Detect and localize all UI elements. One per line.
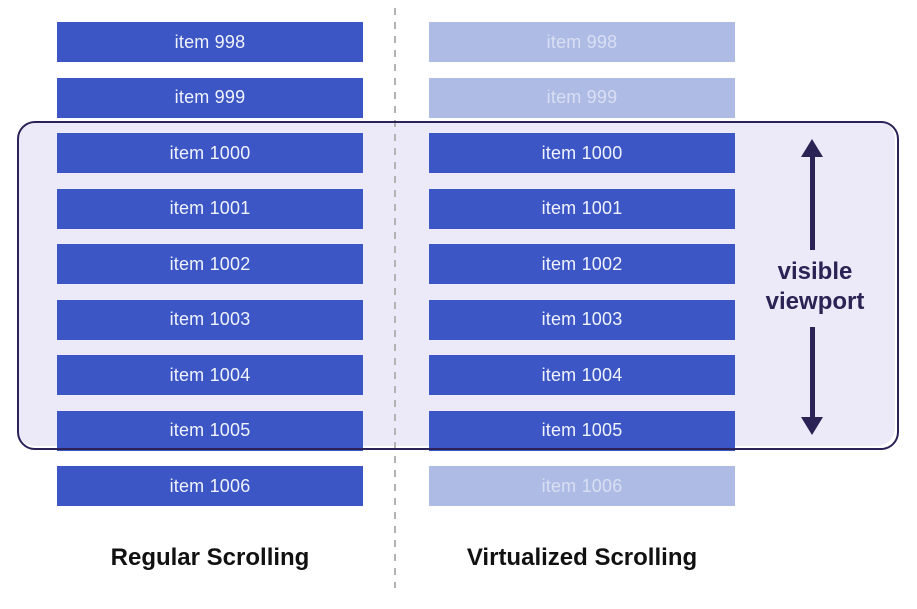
- list-item: item 998: [429, 22, 735, 62]
- viewport-extent-arrow-up-icon: [801, 139, 823, 250]
- list-item: item 999: [429, 77, 735, 118]
- viewport-label: visible viewport: [725, 257, 905, 317]
- list-item: item 998: [57, 22, 363, 62]
- list-item: item 1005: [57, 410, 363, 451]
- regular-scrolling-column: item 998 item 999 item 1000 item 1001 it…: [57, 22, 363, 506]
- virtualized-scrolling-label: Virtualized Scrolling: [466, 544, 698, 571]
- list-item: item 1000: [57, 133, 363, 173]
- list-item: item 1001: [429, 188, 735, 229]
- list-item: item 1003: [429, 299, 735, 340]
- viewport-label-line2: viewport: [765, 288, 865, 315]
- viewport-extent-arrow-down-icon: [801, 327, 823, 435]
- list-item: item 1006: [429, 466, 735, 506]
- list-item: item 1006: [57, 466, 363, 506]
- list-item: item 1001: [57, 188, 363, 229]
- arrow-shaft: [809, 327, 815, 417]
- list-item: item 1004: [57, 355, 363, 395]
- arrow-shaft: [809, 157, 815, 250]
- list-item: item 1002: [57, 244, 363, 284]
- list-item: item 1000: [429, 133, 735, 173]
- list-item: item 1002: [429, 244, 735, 284]
- arrowhead-up-icon: [801, 139, 823, 157]
- virtualized-scrolling-column: item 998 item 999 item 1000 item 1001 it…: [429, 22, 735, 506]
- regular-scrolling-label: Regular Scrolling: [110, 544, 310, 571]
- arrowhead-down-icon: [801, 417, 823, 435]
- list-item: item 1004: [429, 355, 735, 395]
- list-item: item 999: [57, 77, 363, 118]
- list-item: item 1003: [57, 299, 363, 340]
- list-item: item 1005: [429, 410, 735, 451]
- viewport-label-line1: visible: [777, 258, 853, 285]
- column-divider: [394, 8, 396, 588]
